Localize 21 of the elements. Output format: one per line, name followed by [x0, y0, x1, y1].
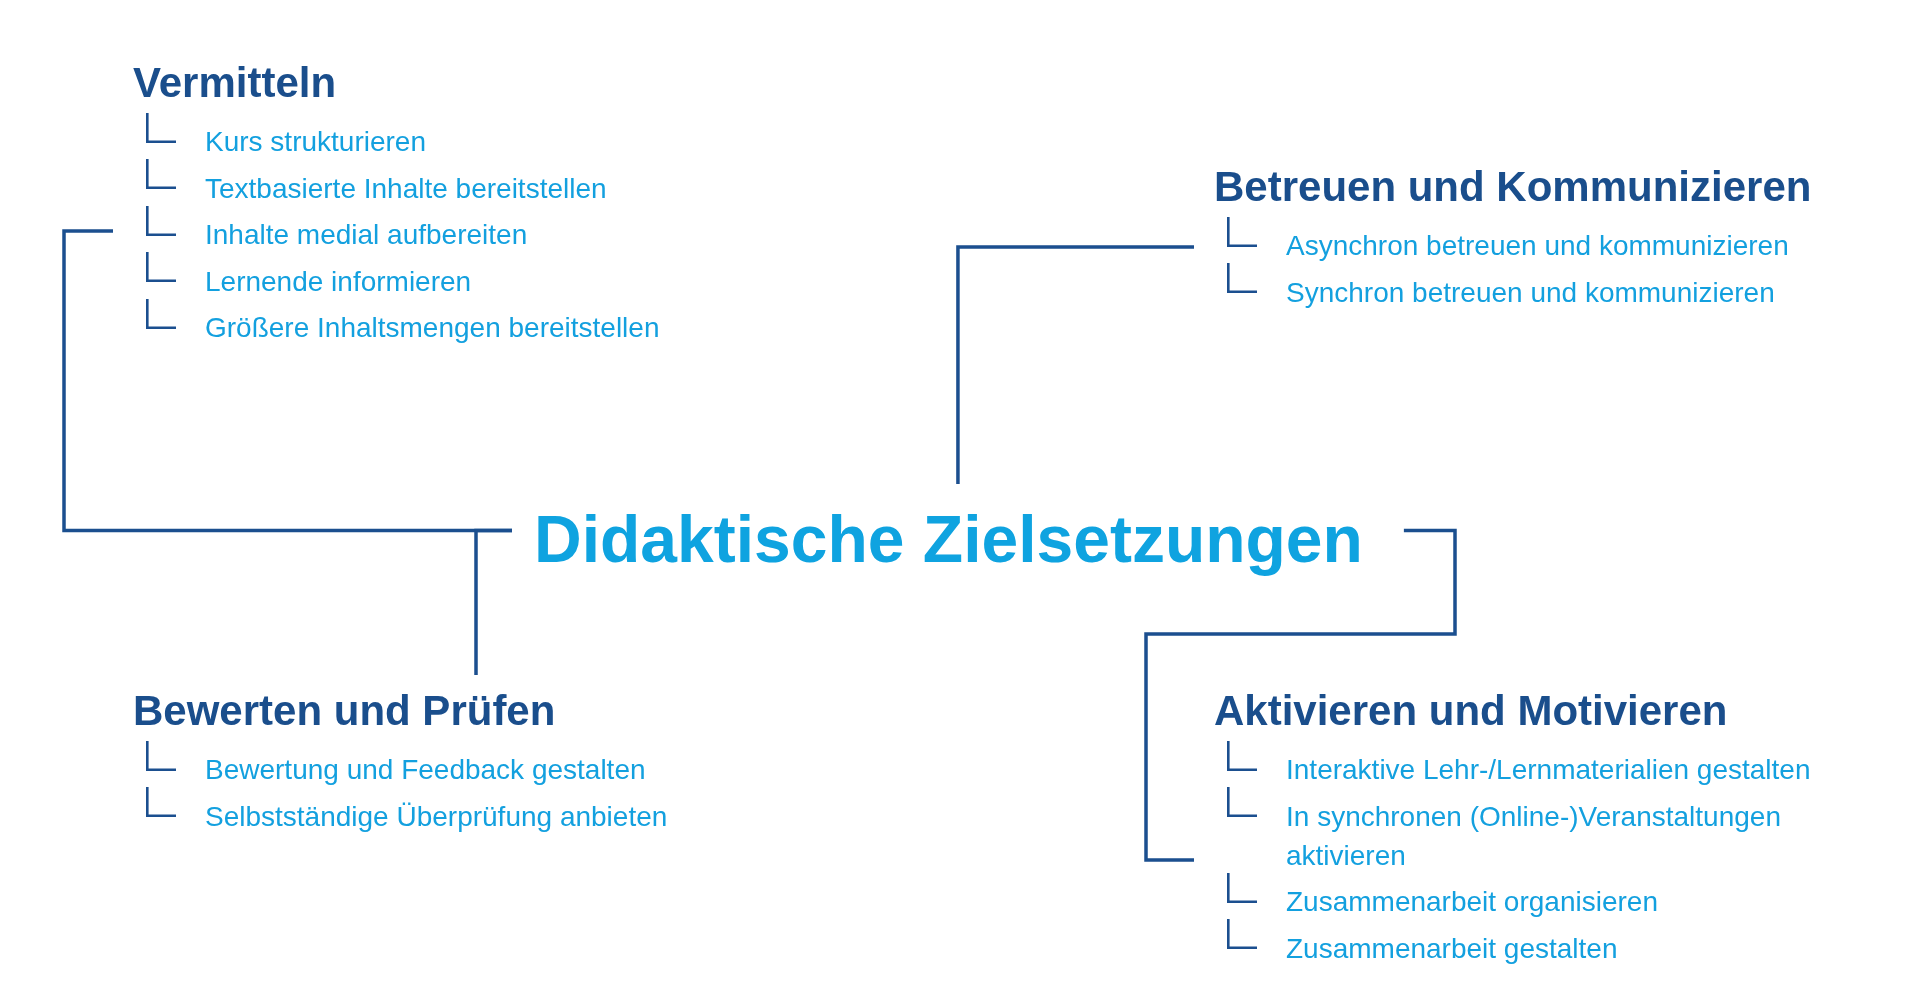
connector-line	[474, 528, 512, 675]
connector-line	[956, 245, 1194, 484]
central-title: Didaktische Zielsetzungen	[534, 501, 1363, 577]
connector-line	[1144, 528, 1457, 862]
subtopic-text: Textbasierte Inhalte bereitstellen	[205, 171, 607, 206]
subtopic-text: Asynchron betreuen und kommunizieren	[1286, 229, 1789, 263]
category-heading: Aktivieren und Motivieren	[1214, 687, 1729, 735]
subtopic-text: Bewertung und Feedback gestalten	[205, 753, 646, 787]
category-heading: Bewerten und Prüfen	[133, 687, 557, 735]
subtopic-text: Zusammenarbeit organisieren	[1286, 885, 1658, 919]
subtopic-text: Inhalte medial aufbereiten	[205, 218, 528, 252]
subtopic-text: Kurs strukturieren	[205, 125, 426, 159]
subtopic-text: Synchron betreuen und kommunizieren	[1286, 275, 1775, 310]
subtopic-text: Selbstständige Überprüfung anbieten	[205, 799, 668, 834]
subtopic-text: Zusammenarbeit gestalten	[1286, 931, 1618, 966]
subtopic-text: Größere Inhaltsmengen bereitstellen	[205, 311, 660, 345]
subtopic-text: Interaktive Lehr-/Lernmaterialien gestalten	[1286, 753, 1811, 787]
category-heading: Betreuen und Kommunizieren	[1214, 163, 1812, 211]
subtopic-text: Lernende informieren	[205, 264, 472, 299]
category-heading: Vermitteln	[133, 59, 338, 107]
subtopic-text: In synchronen (Online-)Veranstaltungen aktivieren	[1286, 799, 1782, 873]
